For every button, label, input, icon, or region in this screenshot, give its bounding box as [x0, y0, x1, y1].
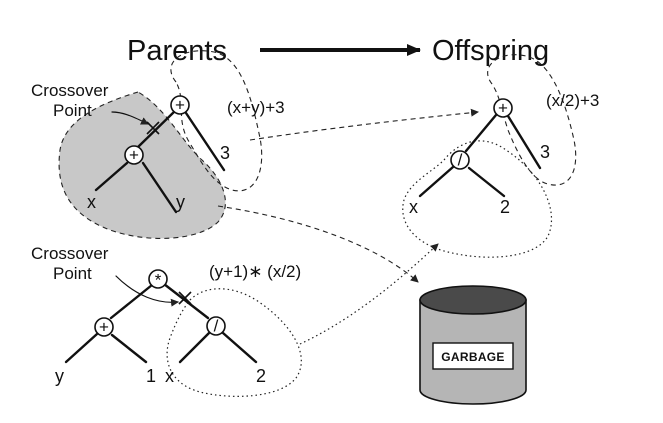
parent1-root-op: +: [175, 96, 185, 115]
parent2-right-op: /: [214, 317, 219, 336]
parent2-root-node: [148, 269, 168, 289]
parent2-left-op: +: [99, 318, 109, 337]
parent2-left-node: [94, 317, 114, 337]
offspring-heading: Offspring: [432, 35, 549, 67]
parent2-leaf-2: 2: [256, 366, 266, 386]
parent1-crossover-label-line2: Point: [53, 101, 92, 120]
offspring-tree: + / x 2 3 (x/2)+3: [402, 54, 599, 258]
parent1-root-node: [170, 95, 190, 115]
parent2-subtree-outline: [166, 288, 302, 397]
parent1-subtree-node: [124, 145, 144, 165]
offspring-subtree-outline: [402, 140, 553, 258]
parent1-root-to-offspring-arrow: [249, 108, 479, 141]
parents-heading: Parents: [127, 35, 227, 67]
parent1-subtree-shade: [58, 91, 226, 239]
offspring-leaf-3: 3: [540, 142, 550, 162]
parent2-expression: (y+1)∗ (x/2): [209, 262, 301, 281]
parent1-root-outline: [170, 50, 263, 192]
offspring-leaf-2: 2: [500, 197, 510, 217]
parent1-expression: (x+y)+3: [227, 98, 285, 117]
offspring-subtree-op: /: [458, 151, 463, 170]
parent2-crossover-label-line2: Point: [53, 264, 92, 283]
parent1-crossover-label-line1: Crossover: [31, 81, 109, 100]
parent2-leaf-1: 1: [146, 366, 156, 386]
parent2-leaf-x: x: [165, 366, 174, 386]
parent2-leaf-y: y: [55, 366, 64, 386]
parent1-leaf-3: 3: [220, 143, 230, 163]
garbage-bin: GARBAGE: [419, 285, 527, 405]
parent2-crossover-label-line1: Crossover: [31, 244, 109, 263]
parent1-leaf-y: y: [176, 192, 185, 212]
parent1-tree: + + x y 3 (x+y)+3 Crossover Point: [31, 50, 285, 239]
parent2-subtree-to-offspring-arrow: [299, 243, 439, 345]
parent2-crossover-marker: [178, 291, 192, 305]
offspring-root-op: +: [498, 99, 508, 118]
garbage-label-box: [432, 342, 514, 370]
parent1-leaf-x: x: [87, 192, 96, 212]
parent2-tree: * + / y 1 x 2 (y+1)∗ (x/2) Crossover Poi…: [31, 244, 302, 397]
offspring-root-outline: [487, 54, 577, 186]
offspring-expression: (x/2)+3: [546, 91, 599, 110]
offspring-root-node: [493, 98, 513, 118]
parent2-root-op: *: [155, 271, 162, 290]
offspring-leaf-x: x: [409, 197, 418, 217]
parent2-right-node: [206, 316, 226, 336]
parent1-crossover-marker: [146, 121, 160, 135]
parent1-subtree-op: +: [129, 146, 139, 165]
offspring-subtree-node: [450, 150, 470, 170]
garbage-label: GARBAGE: [441, 350, 504, 364]
